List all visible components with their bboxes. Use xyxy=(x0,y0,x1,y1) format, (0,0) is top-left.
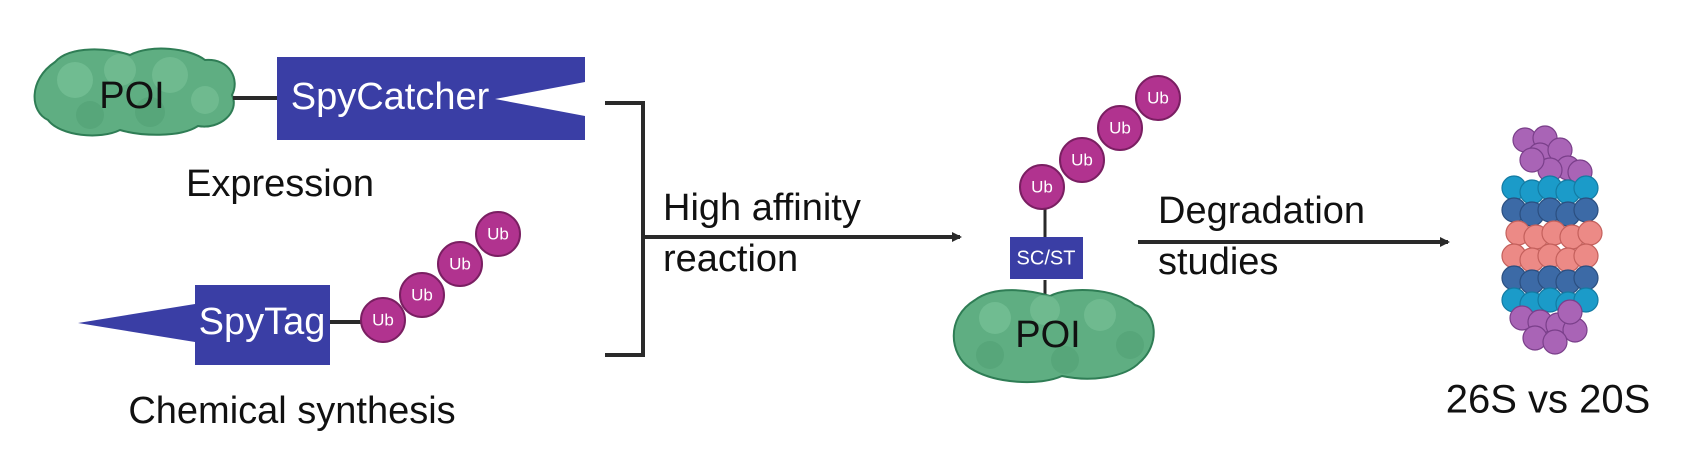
poi-label-product: POI xyxy=(1015,314,1080,356)
proteasome-bead xyxy=(1573,175,1599,201)
proteasome-bead xyxy=(1573,243,1599,269)
proteasome-bead xyxy=(1573,265,1599,291)
ub-bead xyxy=(475,211,521,257)
ub-label: Ub xyxy=(411,286,433,305)
ub-bead xyxy=(1097,105,1143,151)
ub-bead xyxy=(1059,137,1105,183)
degradation-label-line1: Degradation xyxy=(1158,190,1365,232)
poi-blob-product: POI xyxy=(952,288,1155,384)
proteasome-bead xyxy=(1577,220,1603,246)
chemical-synthesis-label: Chemical synthesis xyxy=(128,390,455,432)
ub-bead xyxy=(1135,75,1181,121)
ub-label: Ub xyxy=(449,255,471,274)
reaction-label-line2: reaction xyxy=(663,238,798,280)
spycatcher-label: SpyCatcher xyxy=(291,76,490,118)
ub-bead xyxy=(360,297,406,343)
proteasome-bead xyxy=(1573,197,1599,223)
ub-label: Ub xyxy=(487,225,509,244)
ub-label: Ub xyxy=(1031,178,1053,197)
ub-label: Ub xyxy=(1109,119,1131,138)
proteasome-label: 26S vs 20S xyxy=(1446,378,1651,422)
sc-st-label: SC/ST xyxy=(1017,247,1076,269)
merge-bracket xyxy=(605,101,645,357)
ub-bead xyxy=(437,241,483,287)
ub-chain-left: Ub Ub Ub Ub xyxy=(360,211,521,343)
proteasome-bead xyxy=(1519,147,1545,173)
spytag-shape: SpyTag xyxy=(78,285,330,365)
poi-label-top: POI xyxy=(99,75,164,117)
ub-label: Ub xyxy=(1147,89,1169,108)
degradation-label-line2: studies xyxy=(1158,241,1278,283)
reaction-label-line1: High affinity xyxy=(663,187,861,229)
spycatcher-shape: SpyCatcher xyxy=(277,57,585,140)
proteasome-illustration xyxy=(1501,125,1603,355)
proteasome-bead xyxy=(1557,299,1583,325)
ub-chain-product: Ub Ub Ub Ub xyxy=(1019,75,1181,210)
ub-label: Ub xyxy=(1071,151,1093,170)
ub-bead xyxy=(399,272,445,318)
spytag-label: SpyTag xyxy=(199,301,326,343)
ub-bead xyxy=(1019,164,1065,210)
sc-st-box: SC/ST xyxy=(1010,237,1083,279)
ub-label: Ub xyxy=(372,311,394,330)
expression-label: Expression xyxy=(186,163,374,205)
poi-blob-top: POI xyxy=(33,47,236,137)
proteasome-bead xyxy=(1542,329,1568,355)
